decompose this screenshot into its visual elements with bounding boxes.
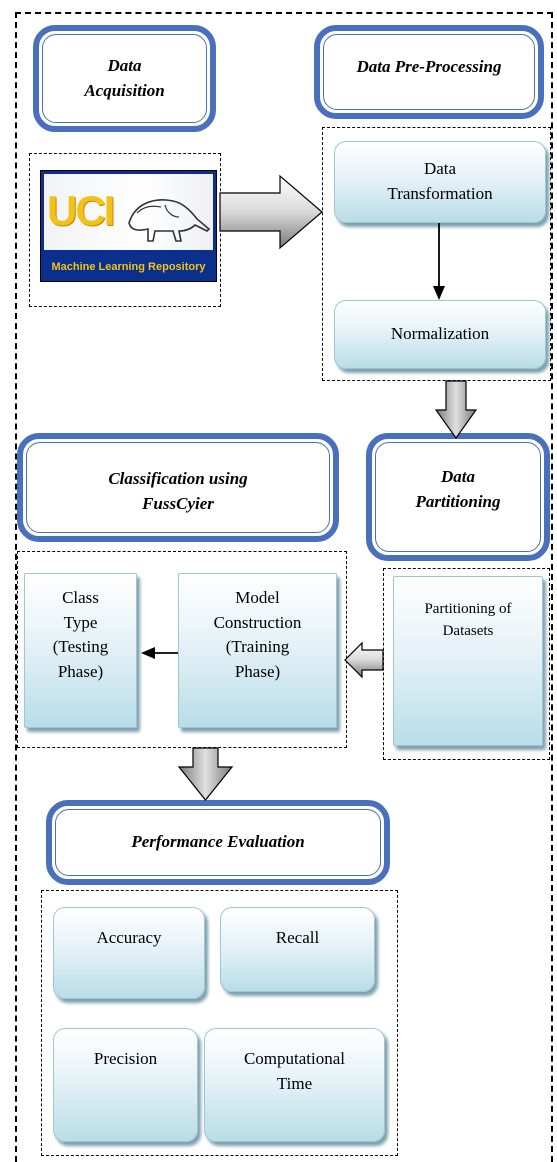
flow-arrow-right-icon [219,174,323,250]
metric-label: Accuracy [96,928,162,947]
step-model-construction: Model Construction (Training Phase) [178,573,337,728]
metric-recall: Recall [220,907,375,992]
phase-label: Performance Evaluation [131,832,305,852]
phase-label-line: FussCyier [142,493,214,513]
uci-logo: UCI Machine Learning Repository [40,170,217,282]
step-label-line: (Training [225,637,290,657]
uci-logo-subtitle: Machine Learning Repository [51,261,206,273]
phase-classification: Classification using FussCyier [17,433,339,542]
phase-label: Data Pre-Processing [356,57,502,76]
step-normalization: Normalization [334,300,546,369]
flow-arrow-left-icon [344,641,384,679]
step-label-line: Construction [213,612,302,632]
metric-label: Precision [93,1049,158,1068]
step-label-line: Phase) [234,661,281,681]
metric-label-line: Computational [243,1049,346,1068]
uci-logo-title: UCI [47,187,115,234]
step-label-line: Class [62,588,99,607]
phase-label-line: Partitioning [415,491,501,511]
phase-label-line: Data [441,467,475,486]
metric-label: Recall [275,928,320,947]
metric-accuracy: Accuracy [53,907,205,999]
step-partitioning-datasets: Partitioning of Datasets [393,576,543,746]
step-data-transformation: Data Transformation [334,141,546,223]
phase-label-line: Acquisition [84,80,165,100]
phase-performance-evaluation: Performance Evaluation [46,800,390,885]
step-label: Normalization [390,324,490,344]
outer-frame [15,12,553,1162]
step-label-line: Phase) [57,661,104,681]
flow-arrow-down-icon [434,380,478,440]
step-label-line: Transformation [387,184,493,203]
phase-label-line: Classification using [108,469,248,488]
step-label-line: Type [63,612,98,632]
flow-arrow-down-icon [177,747,234,801]
step-label-line: Data [423,159,457,179]
step-label-line: Partitioning of [424,601,512,617]
step-label-line: (Testing [52,637,109,657]
phase-data-acquisition: Data Acquisition [33,25,216,132]
step-class-type: Class Type (Testing Phase) [24,573,137,728]
preprocessing-container [322,127,551,381]
step-label-line: Model [235,588,280,607]
classification-container [17,551,347,748]
metric-label-line: Time [276,1073,313,1093]
metric-precision: Precision [53,1028,198,1142]
anteater-icon [128,199,211,242]
step-label-line: Datasets [442,622,494,639]
phase-label-line: Data [107,55,142,75]
phase-data-preprocessing: Data Pre-Processing [314,25,544,119]
metric-computational-time: Computational Time [204,1028,385,1142]
evaluation-container [41,890,398,1156]
